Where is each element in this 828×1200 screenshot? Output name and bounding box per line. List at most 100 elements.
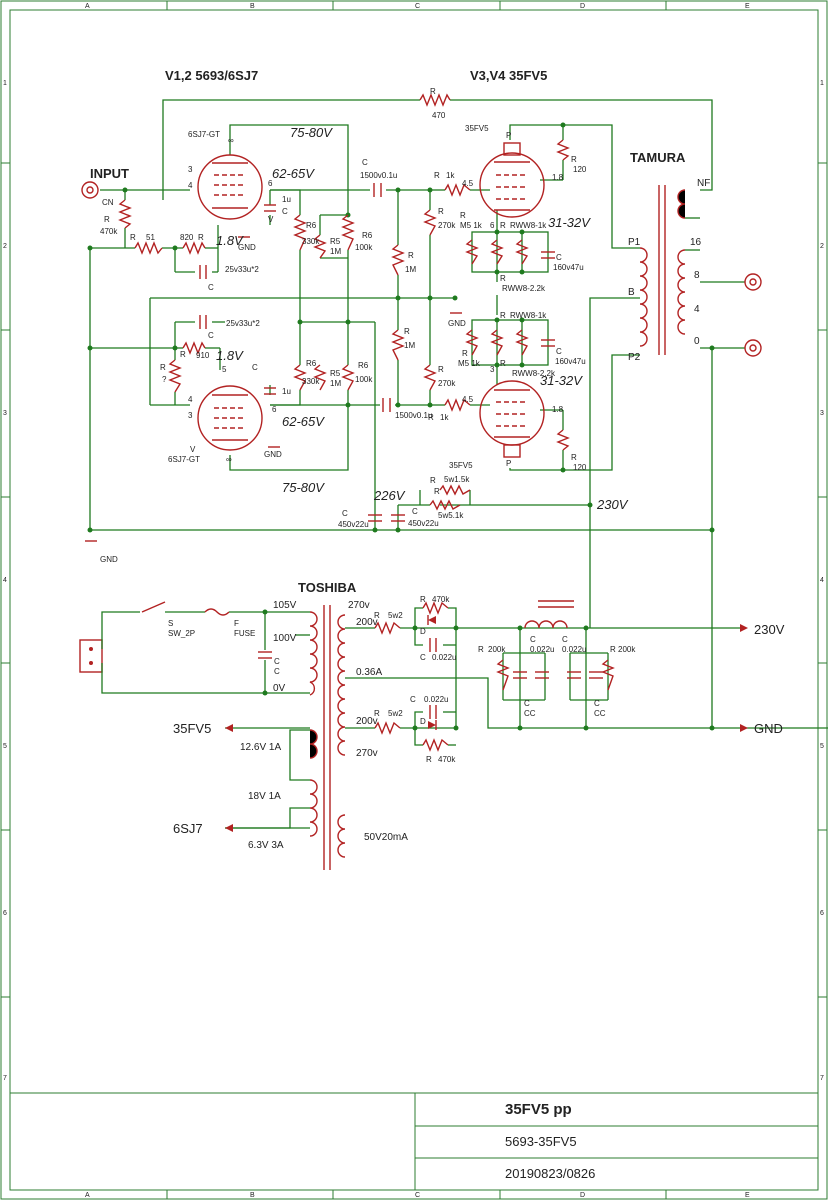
- col-label-d-bottom: D: [580, 1192, 585, 1199]
- label-c0022-d: 0.022u: [562, 645, 586, 654]
- label-r-series: 51: [146, 233, 155, 242]
- label-c0022-c-ref: C: [530, 635, 536, 644]
- label-tube-v1-pin6: 6: [268, 179, 273, 188]
- label-heater-35fv5: 35FV5: [173, 721, 211, 736]
- voltage-cathode-v4: 31-32V: [540, 373, 583, 388]
- label-opt-p2: P2: [628, 352, 641, 363]
- label-rww2-a-ref: R: [500, 274, 506, 283]
- label-c-cath1-ref: C: [208, 283, 214, 292]
- label-primary-0v: 0V: [273, 683, 286, 694]
- label-v1-mark: V: [268, 215, 274, 224]
- label-sec-200v-a: 200v: [356, 617, 378, 628]
- label-cc-a-ref: C: [524, 699, 530, 708]
- label-sec-036a: 0.36A: [356, 667, 382, 678]
- label-sec-270v-b: 270v: [356, 748, 378, 759]
- label-r-scr2: 1.8: [552, 405, 564, 414]
- label-r1m-mid2: 1M: [404, 341, 415, 350]
- label-tube-v1: 6SJ7-GT: [188, 130, 220, 139]
- voltage-plate-v2: 75-80V: [282, 480, 325, 495]
- label-c-cath-pwr1-ref: C: [556, 253, 562, 262]
- heading-input: INPUT: [90, 166, 129, 181]
- label-rww2-b: RWW8-2.2k: [512, 369, 556, 378]
- label-opt-8: 8: [694, 270, 700, 281]
- label-c0022-b: 0.022u: [424, 695, 448, 704]
- label-r470k-a: 470k: [432, 595, 450, 604]
- label-ps-c1: 450v22u: [338, 520, 369, 529]
- label-c-cath-pwr2: 160v47u: [555, 357, 586, 366]
- label-cc-b: CC: [594, 709, 606, 718]
- label-r-feedback-value: 470: [432, 111, 446, 120]
- label-opt-4: 4: [694, 304, 700, 315]
- label-gnd-v2: GND: [264, 450, 282, 459]
- voltage-screen-v2: 62-65V: [282, 414, 325, 429]
- col-label-c-bottom: C: [415, 1192, 420, 1199]
- label-rww1-a: RWW8-1k: [510, 221, 547, 230]
- label-tube-v2-pin4: 4: [188, 395, 193, 404]
- label-rww1-b-ref: R: [500, 311, 506, 320]
- row-label-2: 2: [3, 243, 7, 250]
- voltage-b-plus-top: 230V: [596, 497, 629, 512]
- label-r-q-ref: R: [160, 363, 166, 372]
- label-r6-b: R6: [362, 231, 373, 240]
- label-sec-200v-b: 200v: [356, 716, 378, 727]
- label-r1m-mid1-ref: R: [408, 251, 414, 260]
- label-ps-c2: 450v22u: [408, 519, 439, 528]
- col-label-a: A: [85, 3, 90, 10]
- speaker-terminal-0: [744, 339, 762, 357]
- voltage-plate-v1: 75-80V: [290, 125, 333, 140]
- tube-v3: [479, 142, 545, 218]
- label-c-cath-pwr1: 160v47u: [553, 263, 584, 272]
- label-r-g2-v4: 4.5: [462, 395, 474, 404]
- heading-toshiba: TOSHIBA: [298, 580, 357, 595]
- label-r-in-ref: R: [104, 215, 110, 224]
- label-ps-r1-ref: R: [430, 476, 436, 485]
- label-ps-r2-ref: R: [434, 487, 440, 496]
- heading-tamura: TAMURA: [630, 150, 686, 165]
- col-label-e: E: [745, 3, 750, 10]
- label-r200k-b: 200k: [618, 645, 636, 654]
- label-bias-50v: 50V20mA: [364, 832, 408, 843]
- heading-preamp: V1,2 5693/6SJ7: [165, 68, 258, 83]
- psu-output-230v: 230V: [754, 622, 785, 637]
- label-gnd-main: GND: [100, 555, 118, 564]
- label-r5w2-b-ref: R: [374, 709, 380, 718]
- label-psu-c-ref1: C: [274, 657, 280, 666]
- label-fuse: FUSE: [234, 629, 255, 638]
- label-psu-c-ref2: C: [274, 667, 280, 676]
- label-ps-r1: 5w1.5k: [444, 475, 470, 484]
- label-r5w2-a: 5w2: [388, 611, 403, 620]
- label-rww2-b-ref: R: [500, 359, 506, 368]
- label-c-screen2: 1u: [282, 387, 291, 396]
- psu-junction-dots: [262, 609, 715, 731]
- col-label-b-bottom: B: [250, 1192, 255, 1199]
- label-m5-a: M5 1k: [460, 221, 483, 230]
- label-heater-63v: 6.3V 3A: [248, 840, 284, 851]
- label-r6-a: R6: [306, 221, 317, 230]
- col-label-a-bottom: A: [85, 1192, 90, 1199]
- label-heater-18v: 18V 1A: [248, 791, 281, 802]
- tube-v1: [197, 154, 263, 220]
- label-r-screen2: 120: [573, 463, 587, 472]
- row-label-7-right: 7: [820, 1075, 824, 1082]
- label-c0022-a-ref: C: [420, 653, 426, 662]
- label-switch-ref: S: [168, 619, 173, 628]
- title-block: 35FV5 pp 5693-35FV5 20190823/0826: [10, 1092, 818, 1190]
- row-label-5: 5: [3, 743, 7, 750]
- label-r-screen1: 120: [573, 165, 587, 174]
- label-r1m-b: 1M: [330, 379, 341, 388]
- label-switch: SW_2P: [168, 629, 195, 638]
- label-r470k-a-ref: R: [420, 595, 426, 604]
- heading-power: V3,V4 35FV5: [470, 68, 547, 83]
- label-gnd-pwr: GND: [448, 319, 466, 328]
- label-r1m-a: 1M: [330, 247, 341, 256]
- speaker-terminal-8: [744, 273, 762, 291]
- label-tube-v1-pin8: ∞: [228, 136, 234, 145]
- label-rww2-a: RWW8-2.2k: [502, 284, 546, 293]
- label-r6-c: R6: [306, 359, 317, 368]
- label-c-cath2: 25v33u*2: [226, 319, 260, 328]
- label-r-grid2-ref: R: [428, 413, 434, 422]
- label-rww1-a-ref: R: [500, 221, 506, 230]
- voltage-screen-v1: 62-65V: [272, 166, 315, 181]
